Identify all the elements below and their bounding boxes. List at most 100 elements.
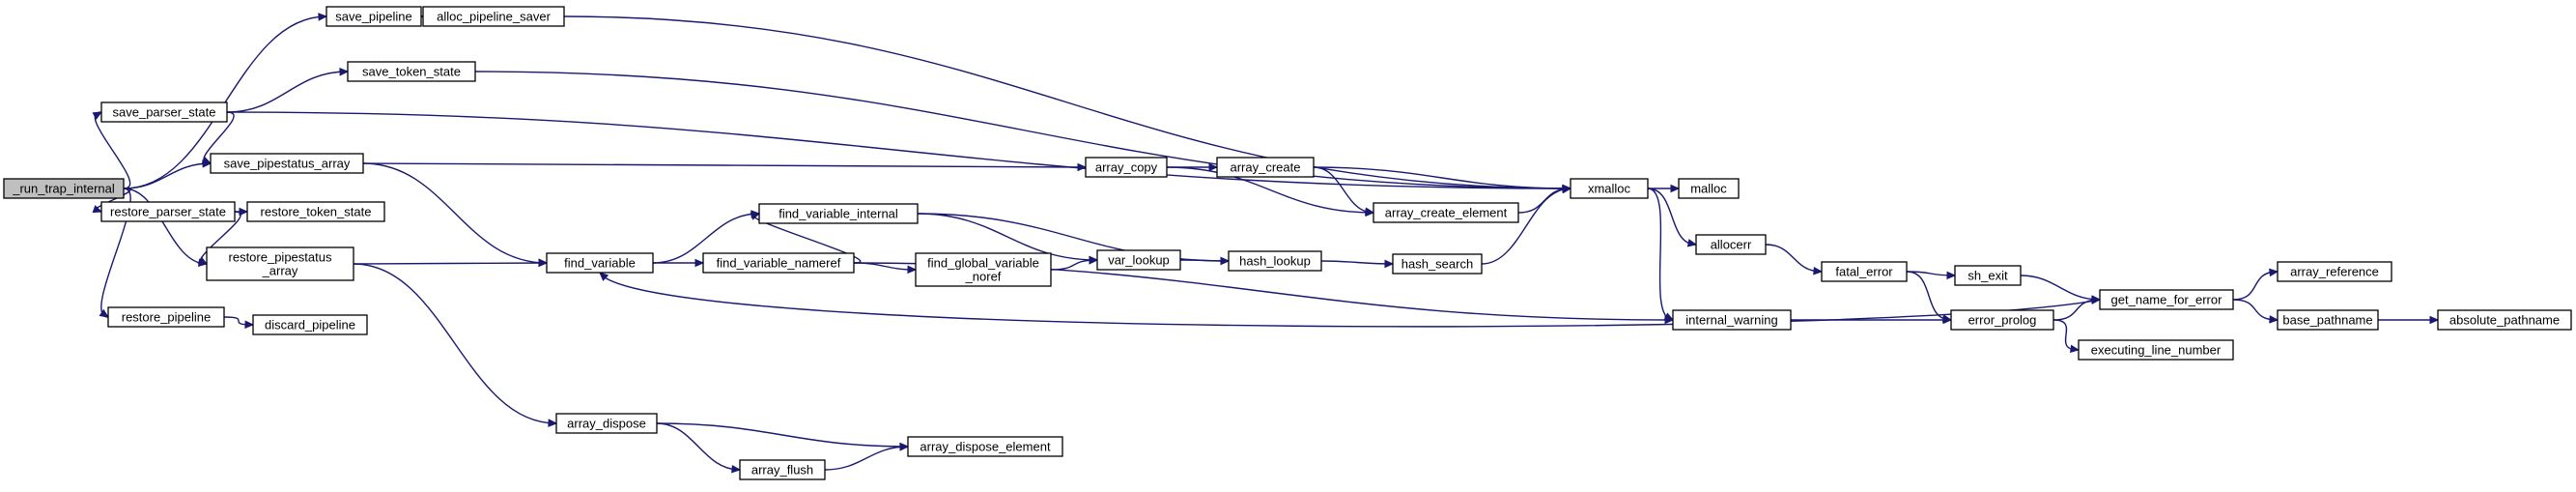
- node-find-variable-nameref[interactable]: find_variable_nameref: [702, 252, 855, 274]
- edge-arrowhead: [1663, 312, 1675, 321]
- node-fatal-error[interactable]: fatal_error: [1821, 261, 1908, 282]
- node-malloc[interactable]: malloc: [1678, 178, 1740, 199]
- node-label: executing_line_number: [2091, 343, 2222, 358]
- node-label: base_pathname: [2282, 313, 2372, 328]
- node-box: [246, 201, 385, 222]
- node-label: find_variable_internal: [778, 207, 898, 221]
- node-discard-pipeline[interactable]: discard_pipeline: [252, 314, 368, 335]
- node-var-lookup[interactable]: var_lookup: [1096, 249, 1181, 271]
- node-label: save_token_state: [362, 65, 461, 79]
- node-box: [326, 6, 422, 27]
- node-array-dispose-element[interactable]: array_dispose_element: [907, 436, 1063, 457]
- node-box: [1096, 249, 1181, 271]
- edge-arrowhead: [92, 111, 103, 120]
- edge-arrowhead: [197, 256, 209, 265]
- node-label: _array: [262, 264, 298, 278]
- node-box: [1672, 309, 1792, 331]
- node-label: hash_search: [1401, 257, 1473, 272]
- node-absolute-pathname[interactable]: absolute_pathname: [2437, 309, 2572, 331]
- node-label: _run_trap_internal: [12, 182, 115, 196]
- node-label: alloc_pipeline_saver: [437, 10, 551, 24]
- edge-arrowhead: [1562, 185, 1572, 193]
- node-label: save_pipestatus_array: [224, 157, 351, 171]
- node-box: [1373, 202, 1519, 223]
- node-label: discard_pipeline: [265, 318, 355, 333]
- edge-run-trap-internal-to-restore-pipestatus-array: [123, 188, 208, 265]
- node-find-variable[interactable]: find_variable: [546, 252, 654, 274]
- node-array-reference[interactable]: array_reference: [2277, 261, 2392, 282]
- node-array-create-element[interactable]: array_create_element: [1373, 202, 1519, 223]
- node-array-dispose[interactable]: array_dispose: [555, 413, 658, 434]
- node-base-pathname[interactable]: base_pathname: [2277, 309, 2379, 331]
- edge-arrowhead: [1670, 184, 1681, 193]
- edge-arrowhead: [92, 205, 103, 214]
- node-box: [107, 306, 225, 328]
- node-save-pipeline[interactable]: save_pipeline: [326, 6, 422, 27]
- node-label: absolute_pathname: [2449, 313, 2560, 328]
- node-label: restore_parser_state: [110, 205, 226, 219]
- node-box: [2078, 339, 2234, 361]
- edge-arrowhead: [318, 13, 328, 21]
- node-box: [1228, 250, 1322, 272]
- edge-arrowhead: [1686, 239, 1698, 247]
- edge-find-variable-internal-to-var-lookup: [917, 213, 1098, 261]
- node-label: find_variable: [564, 256, 636, 271]
- node-label: array_reference: [2290, 265, 2379, 279]
- node-internal-warning[interactable]: internal_warning: [1672, 309, 1792, 331]
- node-save-pipestatus-array[interactable]: save_pipestatus_array: [210, 153, 364, 174]
- node-array-create[interactable]: array_create: [1216, 157, 1315, 178]
- node-label: _noref: [965, 270, 1002, 284]
- node-box: [555, 413, 658, 434]
- node-box: [1821, 261, 1908, 282]
- node-error-prolog[interactable]: error_prolog: [1950, 309, 2054, 331]
- node-allocerr[interactable]: allocerr: [1695, 234, 1767, 255]
- node-restore-parser-state[interactable]: restore_parser_state: [100, 201, 236, 222]
- node-save-token-state[interactable]: save_token_state: [347, 61, 476, 82]
- node-xmalloc[interactable]: xmalloc: [1570, 178, 1649, 199]
- edges-layer: [92, 12, 2440, 474]
- node-restore-pipestatus-array[interactable]: restore_pipestatus_array: [206, 246, 354, 281]
- node-alloc-pipeline-saver[interactable]: alloc_pipeline_saver: [422, 6, 565, 27]
- edge-arrowhead: [538, 258, 549, 268]
- node-sh-exit[interactable]: sh_exit: [1954, 265, 2022, 286]
- node-find-global-variable-noref[interactable]: find_global_variable_noref: [915, 252, 1052, 287]
- node-box: [1085, 157, 1168, 178]
- node-box: [702, 252, 855, 274]
- node-restore-token-state[interactable]: restore_token_state: [246, 201, 385, 222]
- node-array-copy[interactable]: array_copy: [1085, 157, 1168, 178]
- node-label: restore_token_state: [261, 205, 372, 219]
- node-box: [1950, 309, 2054, 331]
- nodes-layer: _run_trap_internal save_pipeline alloc_pip…: [3, 6, 2572, 480]
- node-hash-lookup[interactable]: hash_lookup: [1228, 250, 1322, 272]
- node-executing-line-number[interactable]: executing_line_number: [2078, 339, 2234, 361]
- node-label: sh_exit: [1967, 269, 2008, 283]
- node-box: [252, 314, 368, 335]
- node-get-name-for-error[interactable]: get_name_for_error: [2099, 289, 2234, 310]
- node-box: [739, 459, 826, 480]
- edge-arrowhead: [1942, 315, 1953, 325]
- node-find-variable-internal[interactable]: find_variable_internal: [758, 203, 919, 224]
- node-hash-search[interactable]: hash_search: [1392, 253, 1483, 275]
- edge-arrowhead: [1364, 207, 1375, 216]
- node-save-parser-state[interactable]: save_parser_state: [100, 101, 228, 123]
- edge-fatal-error-to-error-prolog: [1906, 271, 1952, 321]
- edge-arrowhead: [731, 464, 742, 474]
- node-label: xmalloc: [1588, 182, 1631, 196]
- node-array-flush[interactable]: array_flush: [739, 459, 826, 480]
- node-box: [2437, 309, 2572, 331]
- node-label: array_dispose_element: [920, 440, 1051, 454]
- node-label: allocerr: [1711, 238, 1752, 252]
- edge-restore-pipestatus-array-to-array-dispose: [353, 263, 557, 424]
- node-run-trap-internal[interactable]: _run_trap_internal: [3, 178, 125, 199]
- edge-arrowhead: [750, 212, 761, 220]
- edge-arrowhead: [694, 258, 705, 268]
- node-box: [1216, 157, 1315, 178]
- node-box: [1570, 178, 1649, 199]
- node-restore-pipeline[interactable]: restore_pipeline: [107, 306, 225, 328]
- node-box: [1954, 265, 2022, 286]
- edge-arrowhead: [599, 272, 609, 281]
- node-box: [206, 246, 354, 281]
- edge-hash-search-to-xmalloc: [1481, 188, 1571, 265]
- edge-allocerr-to-fatal-error: [1765, 244, 1823, 273]
